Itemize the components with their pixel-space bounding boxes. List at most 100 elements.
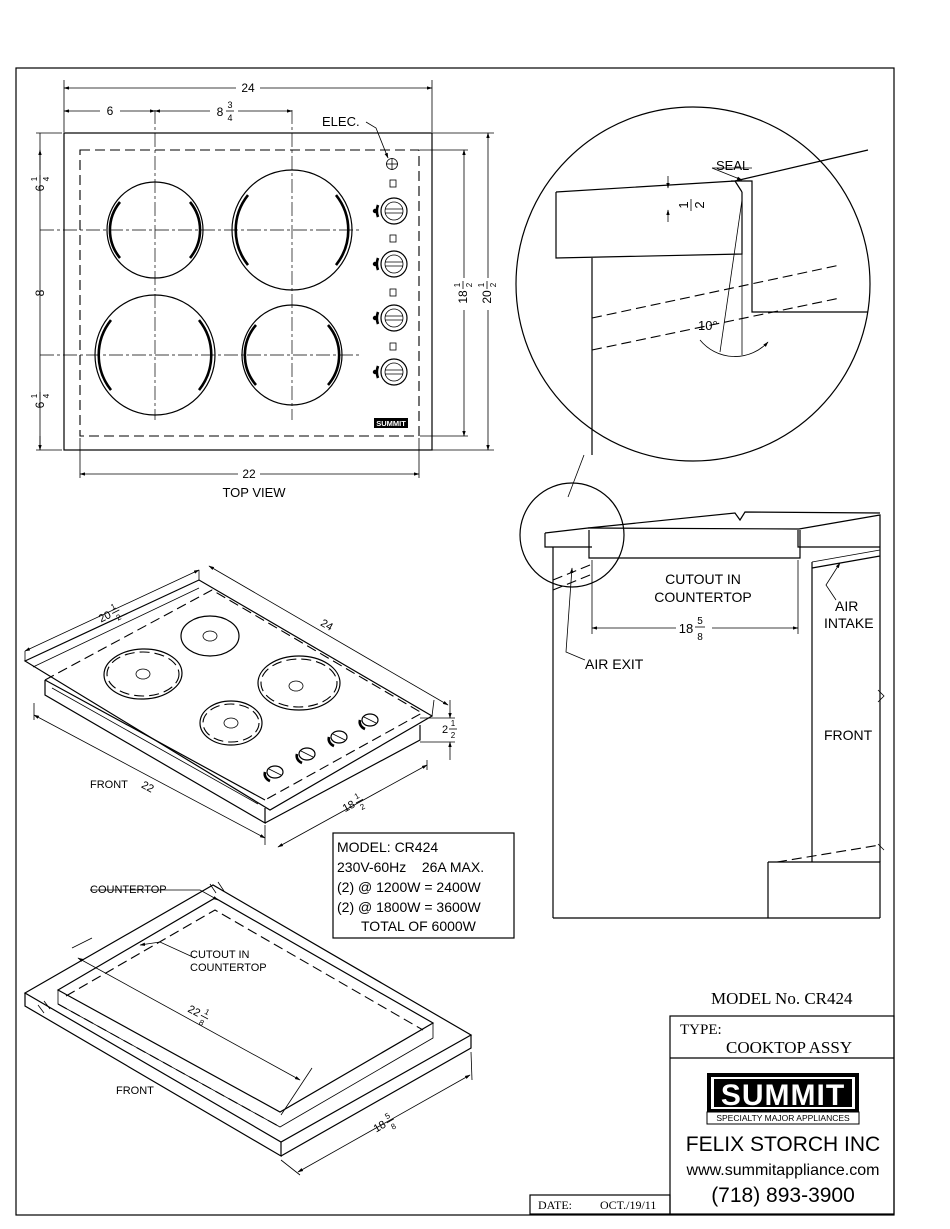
countertop-label: COUNTERTOP	[90, 884, 167, 896]
dim-18-5-8-section: 18 5 8	[679, 616, 705, 643]
logo-subtitle: SPECIALTY MAJOR APPLIANCES	[716, 1113, 850, 1123]
knob-3	[371, 303, 409, 333]
cutout-label-a: CUTOUT IN	[190, 949, 250, 961]
dim-20-1-2: 20 1 2	[477, 281, 498, 304]
spec-line-5: TOTAL OF 6000W	[361, 918, 477, 934]
company-name: FELIX STORCH INC	[686, 1133, 880, 1156]
svg-text:1: 1	[30, 176, 39, 181]
svg-text:1: 1	[30, 393, 39, 398]
svg-text:4: 4	[42, 393, 51, 398]
svg-text:18: 18	[679, 621, 693, 636]
svg-text:8: 8	[197, 1018, 206, 1028]
iso-dim-20-1-2: 20 1 2	[97, 602, 124, 626]
svg-text:18: 18	[456, 290, 470, 304]
svg-text:22: 22	[186, 1003, 202, 1019]
svg-text:SUMMIT: SUMMIT	[721, 1079, 845, 1112]
knob-2	[371, 249, 409, 279]
svg-text:2: 2	[489, 282, 498, 287]
section-view: CUTOUT IN COUNTERTOP 18 5 8 AIR INTAKE A…	[519, 482, 885, 919]
dim-gap-1-2: 1 2	[676, 199, 707, 211]
svg-text:1: 1	[676, 201, 691, 208]
cutout-outline	[79, 149, 420, 437]
svg-text:18: 18	[341, 799, 357, 815]
svg-text:6: 6	[33, 184, 47, 191]
summit-logo: SUMMIT SPECIALTY MAJOR APPLIANCES	[706, 1073, 860, 1125]
knob-1	[371, 196, 409, 226]
brand-badge	[374, 418, 408, 428]
countertop-view: COUNTERTOP CUTOUT IN COUNTERTOP 22 1 8 F…	[23, 881, 473, 1176]
cutout-label-b: COUNTERTOP	[190, 962, 267, 974]
dim-8-mid: 8	[33, 289, 47, 296]
dim-18-1-2: 18 1 2	[453, 281, 474, 304]
spec-line-2: 230V-60Hz 26A MAX.	[337, 859, 484, 875]
top-view-caption: TOP VIEW	[222, 485, 286, 500]
cutout-label-2: COUNTERTOP	[654, 589, 752, 605]
svg-text:1: 1	[203, 1007, 212, 1017]
svg-text:1: 1	[453, 282, 462, 287]
type-value: COOKTOP ASSY	[726, 1038, 852, 1057]
title-block: MODEL No. CR424 TYPE: COOKTOP ASSY SUMMI…	[529, 989, 895, 1215]
seal-label: SEAL	[716, 158, 749, 173]
date-label: DATE:	[538, 1198, 572, 1212]
svg-text:20: 20	[97, 609, 113, 625]
svg-text:4: 4	[227, 113, 232, 123]
svg-text:2: 2	[451, 731, 456, 740]
phone: (718) 893-3900	[711, 1184, 855, 1207]
dim-6-1-4-top: 6 1 4	[30, 175, 51, 191]
svg-text:1: 1	[109, 602, 118, 612]
sheet-border	[15, 67, 895, 1216]
svg-text:2: 2	[442, 724, 448, 736]
dim-22: 22	[242, 467, 256, 481]
svg-text:6: 6	[33, 401, 47, 408]
svg-text:5: 5	[697, 616, 703, 627]
spec-line-3: (2) @ 1200W = 2400W	[337, 879, 482, 895]
dim-24: 24	[241, 81, 255, 95]
iso-knobs	[263, 713, 379, 783]
svg-text:8: 8	[217, 105, 224, 119]
svg-text:20: 20	[480, 290, 494, 304]
spec-line-4: (2) @ 1800W = 3600W	[337, 899, 482, 915]
svg-text:5: 5	[383, 1111, 392, 1121]
air-intake-1: AIR	[835, 598, 858, 614]
dim-6-1-4-bottom: 6 1 4	[30, 392, 51, 408]
svg-text:8: 8	[389, 1121, 398, 1131]
iso-dim-22: 22	[139, 779, 155, 795]
svg-text:3: 3	[227, 100, 232, 110]
angle-label: 10°	[698, 318, 718, 333]
cooktop-outline	[63, 132, 433, 451]
svg-text:1: 1	[353, 791, 362, 801]
cutout-label-1: CUTOUT IN	[665, 571, 741, 587]
svg-text:2: 2	[465, 282, 474, 287]
dim-8-3-4: 8 3 4	[217, 100, 234, 123]
top-view: ELEC. SUMMIT 24 6 8 3 4 22 TOP VIEW	[30, 80, 498, 500]
counter-dim-18-5-8: 18 5 8	[372, 1111, 399, 1136]
type-label: TYPE:	[680, 1022, 722, 1038]
svg-text:4: 4	[42, 176, 51, 181]
iso-dim-18-1-2: 18 1 2	[341, 791, 368, 815]
counter-dim-22-1-8: 22 1 8	[186, 1003, 212, 1028]
svg-text:SUMMIT: SUMMIT	[376, 419, 406, 428]
iso-dim-2-1-2: 2 1 2	[442, 719, 457, 740]
svg-text:8: 8	[697, 632, 703, 643]
website: www.summitappliance.com	[686, 1162, 880, 1179]
svg-text:2: 2	[692, 201, 707, 208]
elec-label: ELEC.	[322, 114, 360, 129]
section-front-label: FRONT	[824, 727, 873, 743]
detail-view: 10° SEAL 1 2	[515, 106, 871, 498]
date-value: OCT./19/11	[600, 1198, 656, 1212]
svg-text:18: 18	[372, 1119, 389, 1136]
counter-front-label: FRONT	[116, 1085, 154, 1097]
iso-dim-24: 24	[318, 617, 335, 634]
svg-text:2: 2	[359, 802, 368, 812]
knob-4	[371, 357, 409, 387]
svg-text:2: 2	[115, 612, 124, 622]
air-exit-label: AIR EXIT	[585, 656, 644, 672]
dim-6: 6	[107, 104, 114, 118]
svg-text:1: 1	[451, 719, 456, 728]
air-intake-2: INTAKE	[824, 615, 874, 631]
iso-front-label: FRONT	[90, 779, 128, 791]
iso-cooktop-view: 20 1 2 24 2 1 2 FRONT 22 18 1 2	[23, 565, 457, 848]
spec-line-1: MODEL: CR424	[337, 839, 438, 855]
model-number: MODEL No. CR424	[711, 989, 853, 1008]
